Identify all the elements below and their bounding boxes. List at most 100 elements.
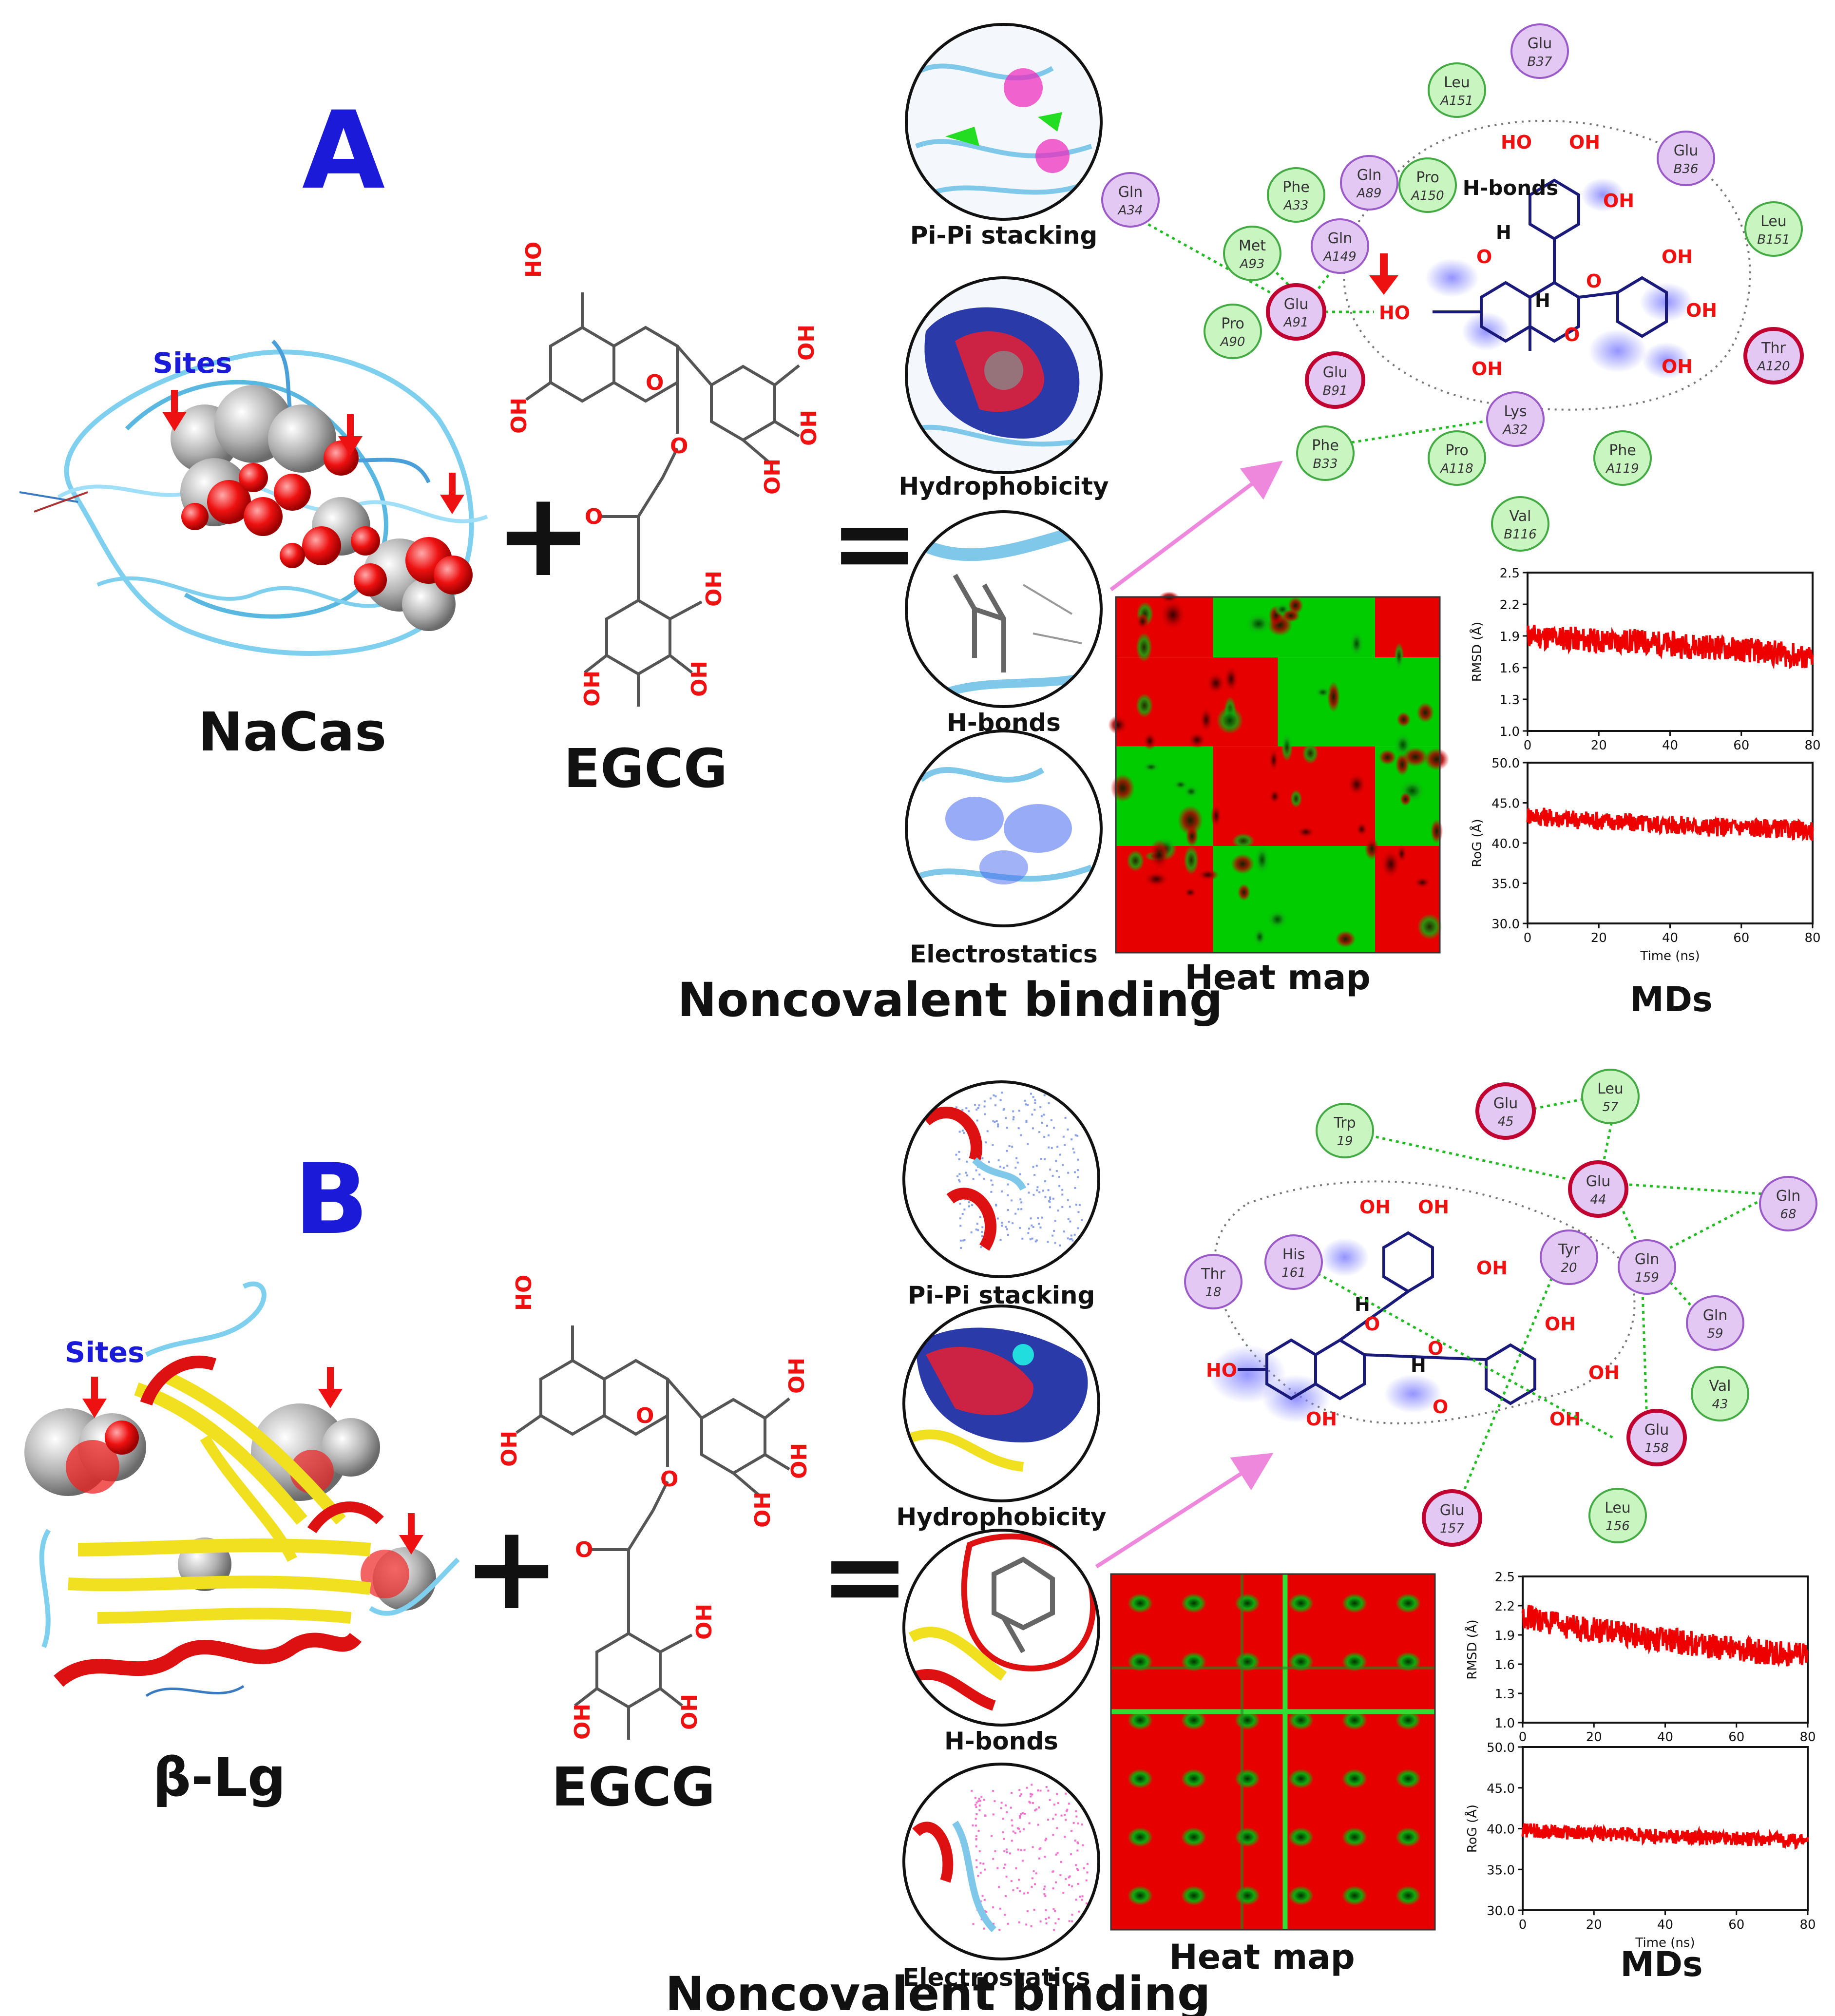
- blg-structure: [24, 1281, 460, 1697]
- heatmap-label-b: Heat map: [1169, 1937, 1355, 1977]
- md-ytick-label: 1.6: [1495, 1658, 1515, 1672]
- ipa-o-2: O: [1586, 270, 1602, 292]
- residue-name: Phe: [1312, 437, 1339, 454]
- md-ytick-label: 35.0: [1487, 1863, 1515, 1878]
- md-ytick-label: 45.0: [1487, 1782, 1515, 1796]
- egcg-b-oh-3: OH: [784, 1358, 809, 1394]
- residue-number: 158: [1644, 1441, 1669, 1456]
- panel-b: B Sites β-Lg: [24, 1069, 1817, 2016]
- residue-name: Trp: [1333, 1114, 1356, 1132]
- residue-name: Phe: [1609, 442, 1636, 459]
- ipa-oh-7: OH: [1472, 358, 1503, 380]
- md-xtick-label: 20: [1586, 1918, 1602, 1932]
- residue-number: 43: [1712, 1397, 1728, 1412]
- residue-number: A151: [1439, 94, 1473, 108]
- site-arrow-b1: [82, 1377, 107, 1418]
- residue-number: A91: [1283, 315, 1309, 330]
- residue-number: B151: [1757, 232, 1790, 247]
- residue-name: Val: [1709, 1378, 1731, 1395]
- ipa-o-3: O: [1564, 324, 1580, 346]
- interaction-2d-a: H-bonds HO OH OH OH OH OH OH HO O O O H …: [1101, 23, 1804, 552]
- egcg-b-oh-4: OH: [787, 1443, 812, 1479]
- residue-name: Leu: [1605, 1499, 1631, 1517]
- residue-name: Glu: [1528, 35, 1552, 52]
- interaction-label-a-electrostatics: Electrostatics: [910, 940, 1098, 968]
- residue-name: Glu: [1493, 1095, 1518, 1112]
- egcg-a-oh-3: OH: [794, 325, 819, 361]
- md-plot-frame: [1527, 762, 1814, 924]
- residue-name: Pro: [1416, 169, 1439, 186]
- md-xtick-label: 80: [1799, 1918, 1816, 1932]
- md-series-line: [1521, 1823, 1809, 1850]
- ipa-oh-4: OH: [1662, 246, 1693, 268]
- md-series-line: [1526, 624, 1814, 670]
- residue-name: Glu: [1586, 1173, 1611, 1190]
- md-ytick-label: 35.0: [1491, 877, 1520, 892]
- link-arrow-b: [1095, 1453, 1274, 1569]
- egcg-a-o-carbonyl: O: [585, 504, 603, 529]
- residue-name: Gln: [1328, 230, 1353, 247]
- ipa-oh-1: HO: [1501, 132, 1532, 153]
- plus-sign-a: +: [494, 466, 592, 603]
- interaction-circle-a-pipi: [905, 23, 1103, 221]
- md-ytick-label: 2.2: [1500, 598, 1520, 613]
- md-xtick-label: 0: [1519, 1918, 1527, 1932]
- residue-name: Met: [1239, 237, 1266, 254]
- md-xtick-label: 20: [1586, 1730, 1602, 1745]
- residue-name: Gln: [1703, 1307, 1728, 1324]
- residue-number: A32: [1502, 422, 1528, 437]
- residue-number: A150: [1410, 189, 1444, 203]
- residue-name: Val: [1510, 508, 1531, 525]
- egcg-a-o-ring: O: [646, 370, 664, 395]
- md-ylabel: RoG (Å): [1464, 1805, 1480, 1853]
- residue-glu-45: Glu 45: [1475, 1082, 1536, 1140]
- residue-name: Leu: [1444, 74, 1470, 91]
- interaction-circle-b-electrostatics: [902, 1763, 1100, 1960]
- ipa-h-2: H: [1535, 290, 1550, 311]
- residue-number: 45: [1497, 1114, 1513, 1129]
- md-xtick-label: 80: [1804, 931, 1820, 945]
- residue-number: B91: [1323, 384, 1348, 398]
- md-ytick-label: 2.5: [1495, 1570, 1515, 1585]
- residue-name: Pro: [1445, 442, 1469, 459]
- residue-name: Thr: [1761, 340, 1786, 357]
- interaction-2d-b: OH OH OH HO OH OH OH OH O O O H H: [1184, 1069, 1817, 1547]
- ipb-o-1: O: [1364, 1313, 1380, 1335]
- md-ytick-label: 1.6: [1500, 661, 1520, 676]
- residue-name: Thr: [1201, 1266, 1225, 1283]
- egcg-structure-a: HO OH O OH OH OH O O OH OH OH: [507, 242, 822, 707]
- interaction-label-a-hydrophobicity: Hydrophobicity: [898, 472, 1109, 500]
- md-ytick-label: 2.5: [1500, 566, 1520, 581]
- protein-name-a: NaCas: [198, 701, 387, 763]
- residue-name: Leu: [1760, 213, 1787, 230]
- residue-number: B33: [1313, 457, 1338, 471]
- md-ytick-label: 30.0: [1487, 1904, 1515, 1919]
- interaction-circle-a-electrostatics: [905, 730, 1103, 927]
- ipb-h-2: H: [1411, 1355, 1426, 1376]
- ipb-ho-4: HO: [1206, 1360, 1237, 1381]
- md-plot-frame: [1522, 1746, 1809, 1911]
- interaction-label-b-hydrophobicity: Hydrophobicity: [896, 1503, 1106, 1531]
- egcg-b-o-carbonyl: O: [575, 1537, 593, 1562]
- md-ylabel: RMSD (Å): [1464, 1619, 1480, 1679]
- md-xtick-label: 40: [1662, 931, 1678, 945]
- ipb-o-3: O: [1433, 1396, 1448, 1418]
- residue-name: Pro: [1221, 315, 1244, 332]
- md-xtick-label: 0: [1524, 931, 1532, 945]
- residue-number: A120: [1756, 359, 1790, 374]
- site-arrow-b2: [318, 1367, 343, 1408]
- link-arrow-a: [1109, 461, 1283, 592]
- md-xtick-label: 0: [1524, 738, 1532, 753]
- ipb-oh-8: OH: [1549, 1408, 1581, 1430]
